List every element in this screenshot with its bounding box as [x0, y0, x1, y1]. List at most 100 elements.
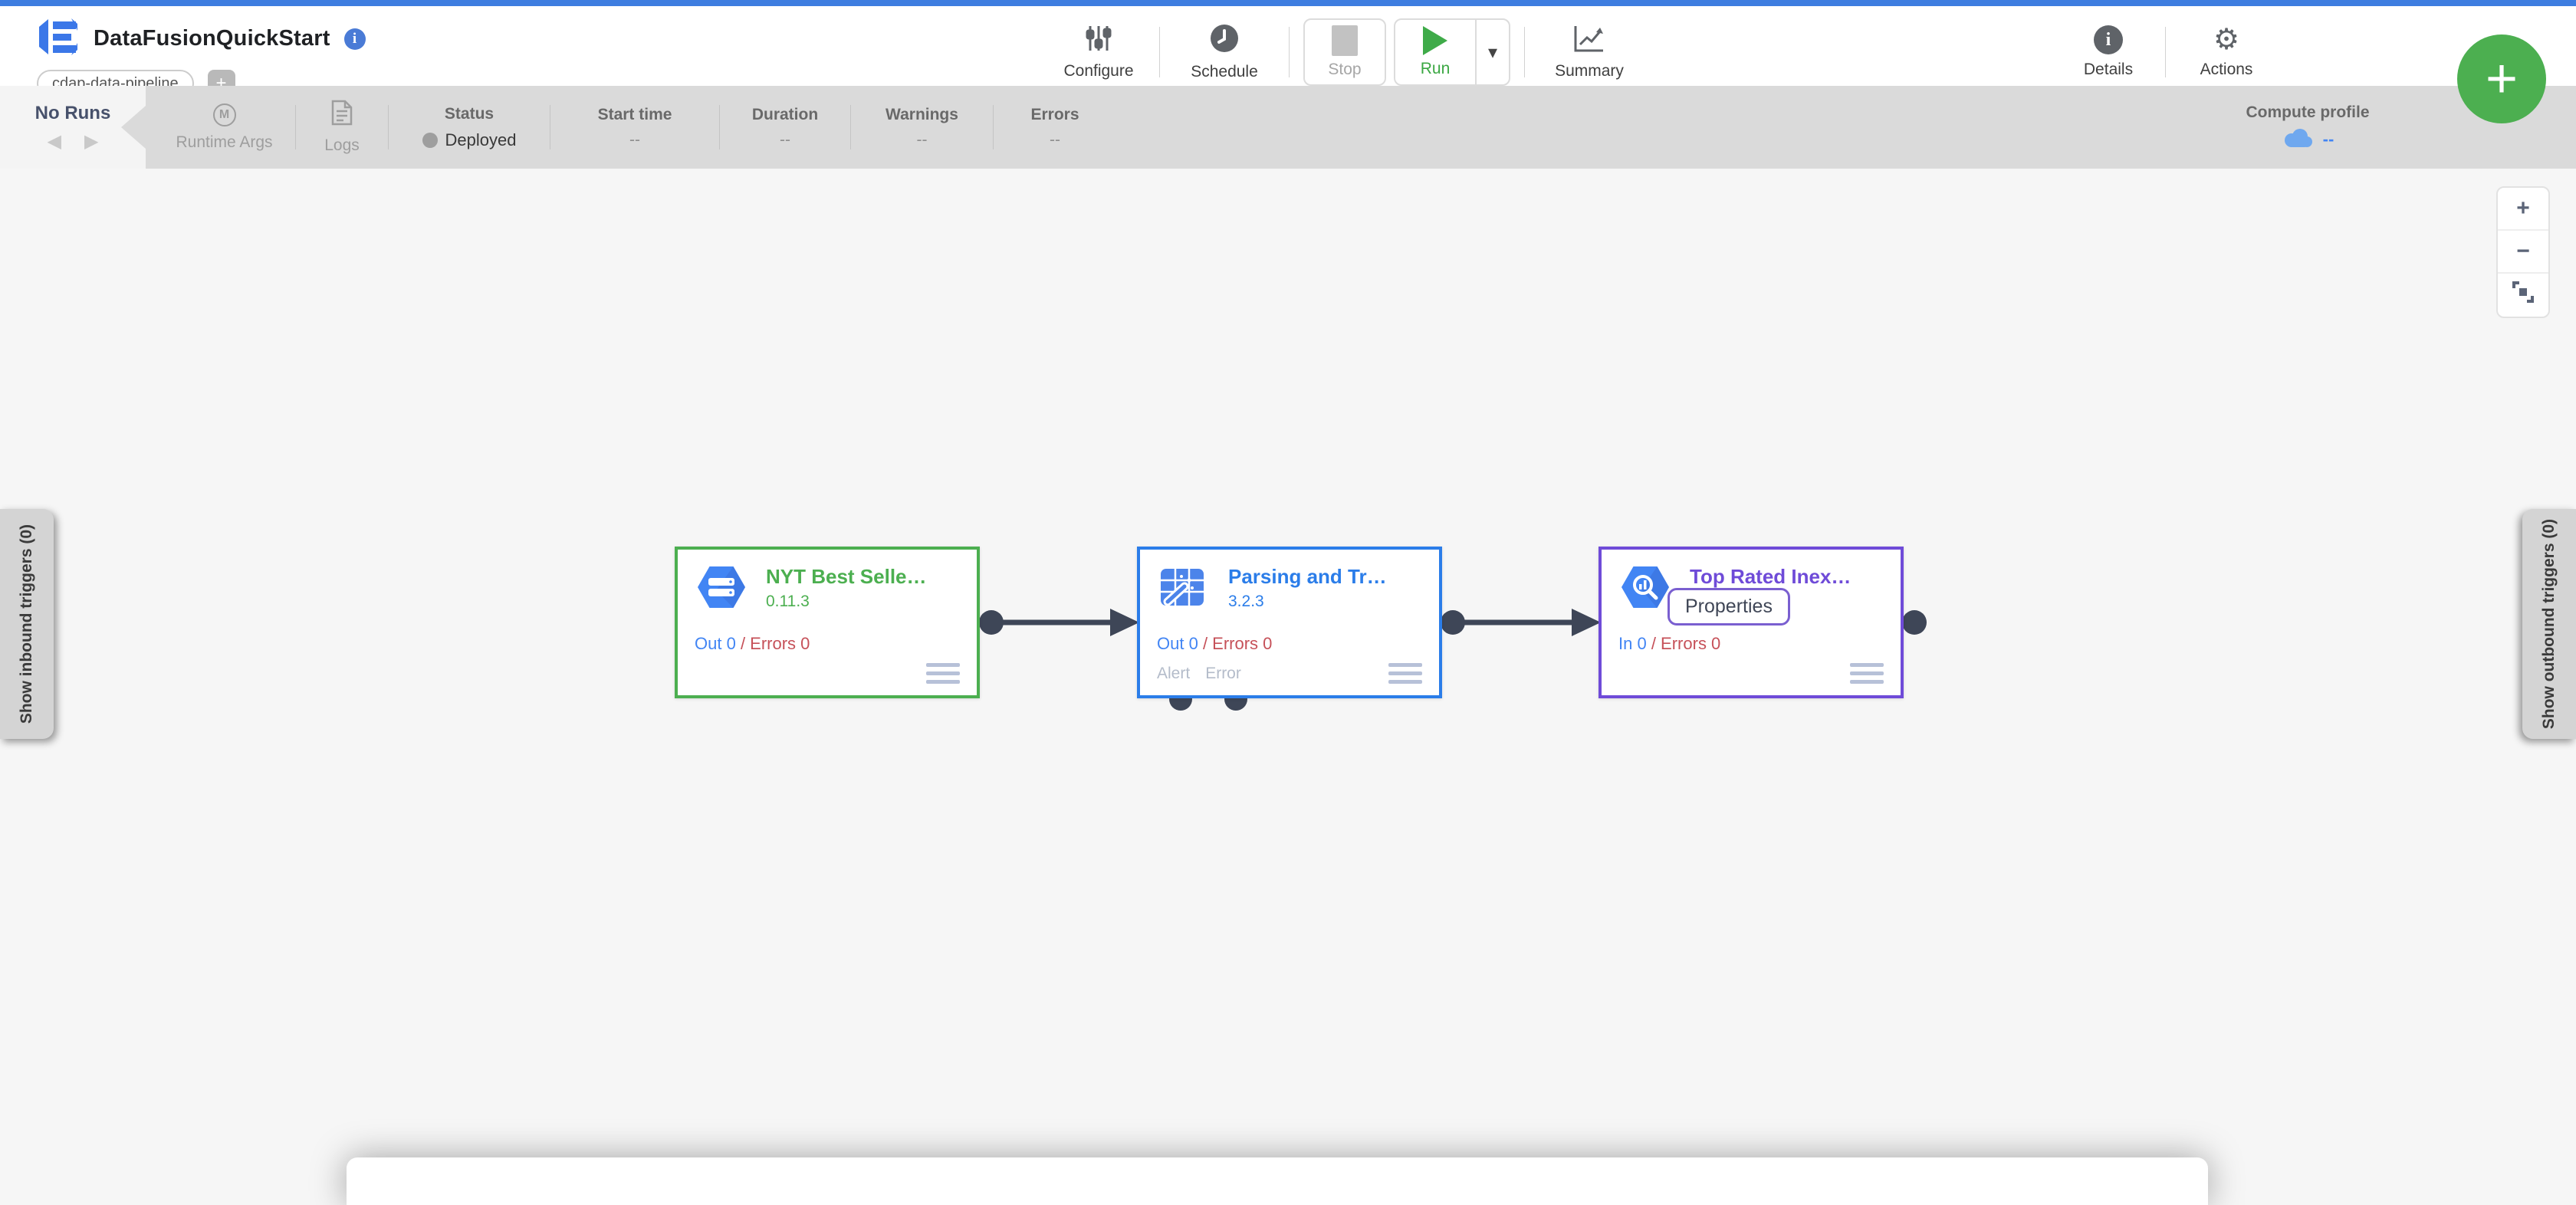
run-button[interactable]: Run [1395, 20, 1475, 84]
toolbar-separator [1524, 27, 1525, 77]
warnings-section: Warnings -- [851, 106, 993, 149]
node-menu-icon[interactable] [926, 663, 960, 684]
add-entity-fab-button[interactable]: + [2457, 34, 2546, 123]
inbound-triggers-label: Show inbound triggers (0) [18, 524, 35, 724]
node-metrics[interactable]: In 0 / Errors 0 [1618, 634, 1720, 654]
error-count: / Errors 0 [1202, 634, 1273, 653]
fit-to-screen-button[interactable] [2498, 274, 2548, 317]
right-toolbar: i Details ⚙ Actions [2055, 12, 2284, 92]
pipeline-info-icon[interactable]: i [343, 28, 366, 50]
logs-button[interactable]: Logs [296, 100, 388, 155]
bottom-sheet-panel[interactable] [347, 1157, 2208, 1205]
toolbar-separator [1289, 27, 1290, 77]
node-top-rated-sink[interactable]: Top Rated Inex… Properties In 0 / Errors… [1598, 547, 1904, 698]
node-title: Parsing and Tr… [1228, 565, 1387, 588]
caret-down-icon: ▾ [1487, 41, 1498, 63]
zoom-in-button[interactable]: + [2498, 188, 2548, 231]
plus-icon: + [2516, 195, 2530, 221]
node-menu-icon[interactable] [1388, 663, 1422, 684]
prev-run-arrow-icon[interactable]: ◀ [47, 130, 61, 152]
outbound-triggers-label: Show outbound triggers (0) [2540, 518, 2558, 730]
pipeline-toolbar: Configure Schedule Stop Run ▾ [1041, 12, 1651, 92]
node-menu-icon[interactable] [1850, 663, 1884, 684]
next-run-arrow-icon[interactable]: ▶ [84, 130, 99, 152]
runbar-separator [993, 105, 994, 149]
duration-section: Duration -- [720, 106, 850, 149]
datastore-hexagon-icon [698, 566, 745, 612]
logs-label: Logs [324, 136, 360, 154]
runs-count-label: No Runs [34, 102, 111, 123]
zoom-out-button[interactable]: − [2498, 231, 2548, 274]
status-dot-icon [422, 132, 438, 148]
document-icon [331, 100, 353, 130]
duration-value: -- [780, 130, 790, 149]
node-metrics[interactable]: Out 0 / Errors 0 [695, 634, 810, 654]
cdap-logo-icon [37, 15, 80, 62]
runtime-args-button[interactable]: M Runtime Args [153, 103, 295, 152]
run-button-group: Run ▾ [1394, 18, 1510, 86]
zoom-controls: + − [2496, 186, 2550, 318]
wrangler-grid-wand-icon [1160, 566, 1204, 612]
actions-label: Actions [2200, 61, 2253, 78]
brand-block: DataFusionQuickStart i cdap-data-pipelin… [37, 15, 366, 97]
runs-pager-notch [121, 106, 146, 149]
status-value: Deployed [445, 130, 517, 149]
inbound-triggers-tab[interactable]: Show inbound triggers (0) [0, 509, 54, 739]
pipeline-title: DataFusionQuickStart [94, 26, 330, 51]
alert-port-label[interactable]: Alert [1157, 665, 1191, 682]
error-count: / Errors 0 [740, 634, 810, 653]
outbound-triggers-tab[interactable]: Show outbound triggers (0) [2522, 509, 2576, 739]
pipeline-canvas[interactable]: NYT Best Selle… 0.11.3 Out 0 / Errors 0 … [0, 169, 2576, 1205]
summary-button[interactable]: Summary [1528, 12, 1651, 92]
actions-button[interactable]: ⚙ Actions [2169, 12, 2284, 92]
errors-value: -- [1050, 130, 1060, 149]
runbar-separator [295, 105, 296, 149]
node2-output-port [1441, 610, 1465, 635]
gear-icon: ⚙ [2213, 24, 2240, 56]
details-button[interactable]: i Details [2055, 12, 2162, 92]
node3-output-port [1902, 610, 1927, 635]
run-info-sections: M Runtime Args Logs Status Deployed [153, 86, 1116, 169]
compute-profile-section[interactable]: Compute profile -- [2223, 86, 2392, 169]
toolbar-separator [1159, 27, 1160, 77]
runtime-args-label: Runtime Args [176, 133, 273, 151]
play-icon [1423, 26, 1447, 55]
runbar-separator [719, 105, 720, 149]
duration-label: Duration [751, 105, 819, 123]
warnings-label: Warnings [886, 105, 958, 123]
clock-icon [1210, 24, 1239, 57]
stop-icon [1332, 25, 1358, 56]
node-nyt-best-sellers[interactable]: NYT Best Selle… 0.11.3 Out 0 / Errors 0 [675, 547, 980, 698]
node1-output-port [979, 610, 1004, 635]
compute-profile-label: Compute profile [2246, 103, 2370, 121]
bigquery-hexagon-icon [1622, 566, 1669, 612]
out-count: Out 0 [695, 634, 736, 653]
schedule-button[interactable]: Schedule [1163, 12, 1286, 92]
errors-section: Errors -- [994, 106, 1116, 149]
configure-button[interactable]: Configure [1041, 12, 1156, 92]
error-count: / Errors 0 [1651, 634, 1721, 653]
run-status-bar: No Runs ◀ ▶ M Runtime Args Logs Status [0, 86, 2576, 169]
node-title: NYT Best Selle… [766, 565, 927, 588]
node-version: 3.2.3 [1228, 593, 1264, 610]
stop-label: Stop [1328, 61, 1362, 78]
chart-trend-icon [1574, 25, 1605, 56]
properties-button[interactable]: Properties [1668, 588, 1790, 625]
warnings-value: -- [916, 130, 928, 149]
node-version: 0.11.3 [766, 593, 810, 610]
configure-label: Configure [1063, 61, 1134, 80]
stop-button[interactable]: Stop [1303, 18, 1386, 86]
connections-layer [979, 609, 1927, 711]
start-time-label: Start time [597, 105, 672, 123]
status-label: Status [444, 104, 495, 123]
node-metrics[interactable]: Out 0 / Errors 0 [1157, 634, 1272, 654]
errors-label: Errors [1030, 105, 1079, 123]
minus-icon: − [2516, 238, 2530, 264]
runtime-args-icon: M [212, 103, 236, 126]
run-options-caret[interactable]: ▾ [1475, 20, 1509, 84]
runs-pager: No Runs ◀ ▶ [0, 86, 146, 169]
summary-label: Summary [1555, 61, 1624, 80]
plus-icon: + [2485, 48, 2518, 110]
node-parsing-transform[interactable]: Parsing and Tr… 3.2.3 Out 0 / Errors 0 A… [1137, 547, 1442, 698]
error-port-label[interactable]: Error [1205, 665, 1241, 682]
